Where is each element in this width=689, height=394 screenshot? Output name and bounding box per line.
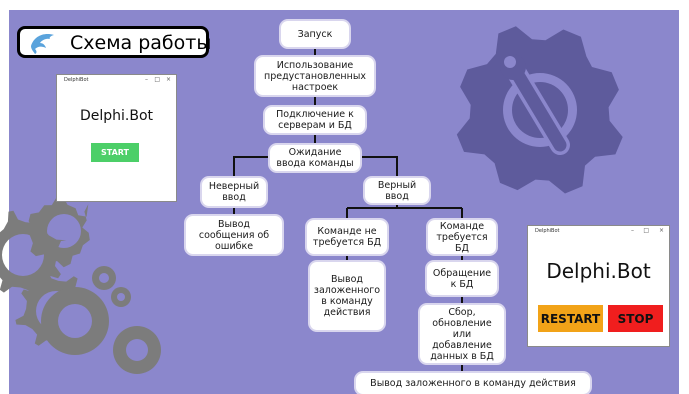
- close-icon[interactable]: ×: [165, 76, 171, 83]
- stop-button[interactable]: STOP: [608, 305, 663, 332]
- window-title: DelphiBot: [64, 77, 89, 83]
- node-wrong-input: Неверный ввод: [202, 178, 266, 206]
- maximize-icon[interactable]: □: [643, 227, 649, 234]
- node-start: Запуск: [281, 21, 349, 47]
- wrench-gear-icon: [456, 26, 623, 194]
- node-collect-data: Сбор, обновление или добавление данных в…: [420, 305, 504, 363]
- node-error-message: Вывод сообщения об ошибке: [186, 216, 282, 254]
- start-button[interactable]: START: [91, 143, 139, 162]
- node-presets: Использование предустановленных настроек: [256, 57, 374, 95]
- node-no-db-needed: Команде не требуется БД: [307, 220, 387, 254]
- node-right-input: Верный ввод: [365, 178, 429, 203]
- app-name: Delphi.Bot: [79, 108, 154, 124]
- maximize-icon[interactable]: □: [154, 76, 160, 83]
- node-final-action: Вывод заложенного в команду действия: [356, 373, 590, 394]
- window-titlebar: DelphiBot – □ ×: [528, 226, 669, 236]
- restart-button[interactable]: RESTART: [538, 305, 603, 332]
- diagram-title-box: Схема работы: [17, 26, 212, 58]
- diagram-title: Схема работы: [70, 32, 212, 54]
- app-window-large: DelphiBot – □ × Delphi.Bot RESTART STOP: [527, 225, 670, 347]
- node-query-db: Обращение к БД: [427, 262, 497, 295]
- window-title: DelphiBot: [535, 228, 560, 234]
- close-icon[interactable]: ×: [658, 227, 664, 234]
- gears-icon: [0, 197, 161, 374]
- minimize-icon[interactable]: –: [145, 76, 148, 83]
- app-name: Delphi.Bot: [546, 259, 651, 283]
- node-wait-command: Ожидание ввода команды: [270, 145, 360, 171]
- flow-connectors: [233, 47, 463, 373]
- node-connect: Подключение к серверам и БД: [265, 107, 365, 133]
- dolphin-icon: [31, 34, 54, 54]
- app-window-small: DelphiBot – □ × Delphi.Bot START: [56, 74, 177, 202]
- minimize-icon[interactable]: –: [631, 227, 634, 234]
- window-titlebar: DelphiBot – □ ×: [57, 75, 176, 85]
- node-db-needed: Команде требуется БД: [428, 220, 496, 254]
- node-execute-action: Вывод заложенного в команду действия: [310, 262, 384, 330]
